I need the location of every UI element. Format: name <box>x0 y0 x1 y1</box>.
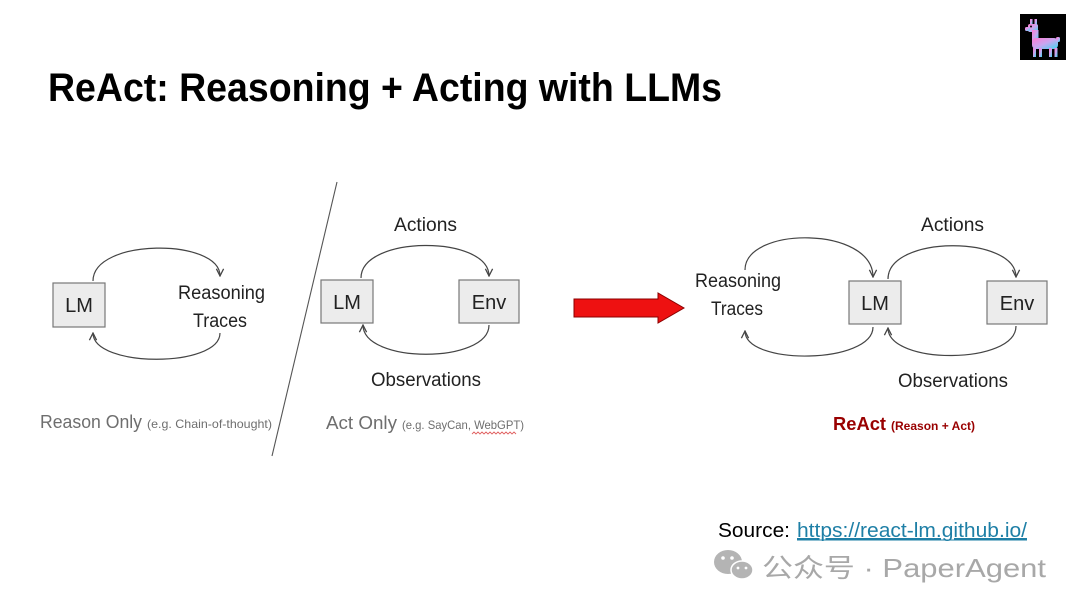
reasoning-arrow-in <box>744 237 873 277</box>
reasoning-arrow-out <box>745 326 874 357</box>
act-only-diagram: LM Env Actions Observations Act Only (e.… <box>320 215 524 435</box>
react-caption-note: (Reason + Act) <box>891 419 975 433</box>
transition-arrow-icon <box>573 292 686 324</box>
env-label: Env <box>1000 293 1034 315</box>
env-label: Env <box>472 292 506 314</box>
reasoning-arrow-in <box>93 333 221 360</box>
slide-title: ReAct: Reasoning + Acting with LLMs <box>48 66 722 110</box>
actions-label: Actions <box>921 215 984 236</box>
source-label: Source: <box>718 520 790 542</box>
observations-arrow <box>363 325 490 355</box>
lm-label: LM <box>861 293 889 315</box>
lm-box <box>52 282 106 328</box>
traces-label: Traces <box>193 311 247 332</box>
reasoning-label: Reasoning <box>178 283 265 304</box>
lm-box <box>848 280 902 325</box>
lm-box <box>320 279 374 324</box>
reasoning-label: Reasoning <box>695 271 781 292</box>
observations-arrow <box>888 325 1017 357</box>
source-link[interactable]: https://react-lm.github.io/ <box>797 520 1027 542</box>
reason-only-caption-note: (e.g. Chain-of-thought) <box>147 417 272 431</box>
actions-label: Actions <box>394 215 457 236</box>
reason-only-diagram: LM Reasoning Traces Reason Only (e.g. Ch… <box>40 247 272 432</box>
source-link-text[interactable]: https://react-lm.github.io/ <box>797 520 1027 542</box>
reason-only-caption: Reason Only <box>40 412 142 432</box>
observations-label: Observations <box>371 370 481 391</box>
wechat-icon <box>714 550 754 580</box>
traces-label: Traces <box>711 299 763 320</box>
observations-label: Observations <box>898 371 1008 392</box>
react-diagram: LM Env Reasoning Traces Actions Observat… <box>695 215 1048 434</box>
diagonal-divider <box>271 181 338 457</box>
env-box <box>986 280 1048 325</box>
watermark-text: 公众号 · PaperAgent <box>762 553 1047 583</box>
react-caption: ReAct <box>833 414 886 434</box>
lm-label: LM <box>65 295 93 317</box>
llama-icon <box>1020 14 1066 60</box>
act-only-caption: Act Only <box>326 413 397 433</box>
actions-arrow <box>360 244 489 279</box>
spellcheck-underline <box>471 431 517 435</box>
reasoning-arrow-out <box>92 247 220 282</box>
actions-arrow <box>887 245 1016 280</box>
env-box <box>458 279 520 324</box>
act-only-caption-note: (e.g. SayCan, WebGPT) <box>402 418 524 432</box>
lm-label: LM <box>333 292 361 314</box>
